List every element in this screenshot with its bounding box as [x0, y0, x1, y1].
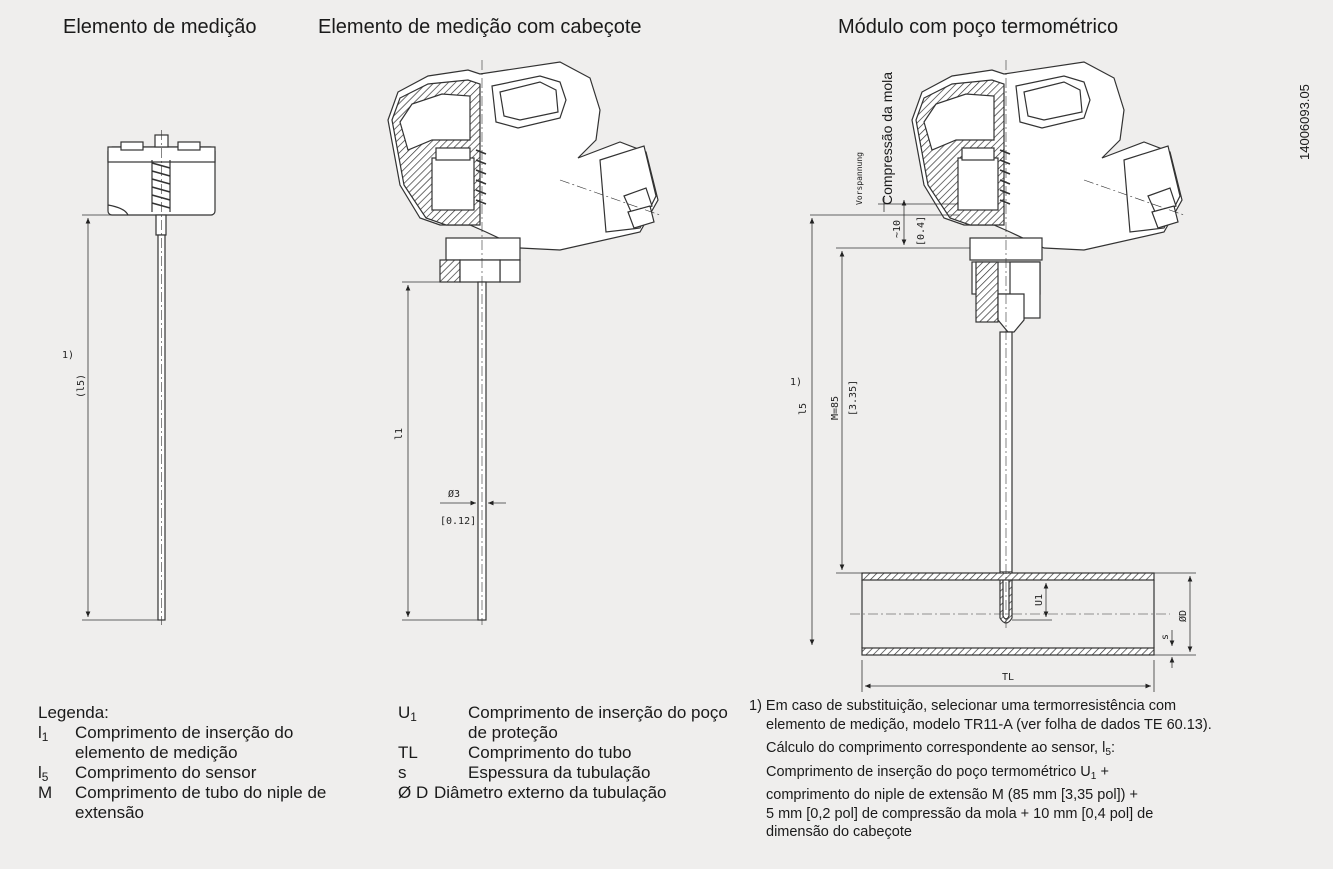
footnote-calc-title: Cálculo do comprimento correspondente ao…	[766, 740, 1115, 758]
label-s: s	[1160, 634, 1171, 640]
legend-text: Diâmetro externo da tubulação	[434, 783, 667, 802]
legend-symbol: s	[398, 763, 407, 782]
legend-text: Comprimento do tubo	[468, 743, 632, 762]
label-m85: M=85	[830, 396, 841, 420]
label-l5-left: (l5)	[76, 374, 87, 398]
legend-text: Espessura da tubulação	[468, 763, 651, 782]
label-d3-inch: [0.12]	[440, 516, 476, 527]
footnote-calc-line-1: Comprimento de inserção do poço termomét…	[766, 763, 1109, 782]
legend-symbol: TL	[398, 743, 418, 762]
label-approx10-inch: [0.4]	[916, 216, 927, 246]
title-measuring-insert: Elemento de medição	[63, 16, 257, 38]
title-insert-with-head: Elemento de medição com cabeçote	[318, 16, 642, 38]
legend-item-s: s Espessura da tubulação	[398, 763, 748, 783]
legend-symbol: l5	[38, 763, 49, 784]
footnote-line-2: elemento de medição, modelo TR11-A (ver …	[766, 716, 1212, 733]
footnote-calc-line-4: dimensão do cabeçote	[766, 824, 912, 840]
legend-col2: U1 Comprimento de inserção do poço de pr…	[398, 703, 748, 803]
legend-text: Comprimento de inserção do poço de prote…	[468, 703, 728, 742]
label-vorspannung: Vorspannung	[855, 152, 864, 205]
legend-item-tl: TL Comprimento do tubo	[398, 743, 748, 763]
footnote-calc-line-3: 5 mm [0,2 pol] de compressão da mola + 1…	[766, 805, 1154, 822]
legend-symbol: M	[38, 783, 53, 802]
label-u1: U1	[1034, 594, 1045, 606]
label-l5-footnote-left: 1)	[62, 350, 74, 361]
measuring-insert-drawing	[82, 130, 216, 625]
insert-with-head-drawing	[387, 60, 661, 625]
label-l5-footnote-right: 1)	[790, 377, 802, 388]
legend-text: Comprimento do sensor	[75, 763, 257, 782]
legend-item-m: M Comprimento de tubo do niple de extens…	[38, 783, 388, 823]
legend-symbol: U1	[398, 703, 417, 724]
label-spring-compression: Compressão da mola	[879, 72, 895, 205]
legend-text: Comprimento de tubo do niple de extensão	[75, 783, 327, 822]
title-module-with-thermowell: Módulo com poço termométrico	[838, 16, 1119, 38]
legend-symbol: Ø D	[398, 783, 429, 802]
legend-text: Comprimento de inserção do elemento de m…	[75, 723, 294, 762]
footnote-calc-line-2: comprimento do niple de extensão M (85 m…	[766, 787, 1138, 803]
legend-heading: Legenda:	[38, 703, 109, 722]
legend-col1: Legenda: l1 Comprimento de inserção do e…	[38, 703, 388, 823]
label-d3: Ø3	[448, 488, 460, 500]
label-l1: l1	[394, 428, 405, 440]
label-l5-right: l5	[798, 403, 809, 415]
footnote: 1) Em caso de substituição, selecionar u…	[749, 697, 1329, 842]
legend-item-u1: U1 Comprimento de inserção do poço de pr…	[398, 703, 748, 743]
legend-symbol: l1	[38, 723, 49, 744]
label-approx10: ~10	[892, 220, 903, 238]
legend-item-l5: l5 Comprimento do sensor	[38, 763, 388, 784]
module-with-thermowell-drawing	[809, 60, 1196, 692]
label-od: ØD	[1177, 610, 1189, 622]
footnote-line-1: 1) Em caso de substituição, selecionar u…	[749, 698, 1177, 714]
legend-item-l1: l1 Comprimento de inserção do elemento d…	[38, 723, 388, 763]
label-m85-inch: [3.35]	[848, 380, 859, 416]
legend-item-od: Ø D Diâmetro externo da tubulação	[398, 783, 748, 803]
label-tl: TL	[1002, 672, 1014, 683]
